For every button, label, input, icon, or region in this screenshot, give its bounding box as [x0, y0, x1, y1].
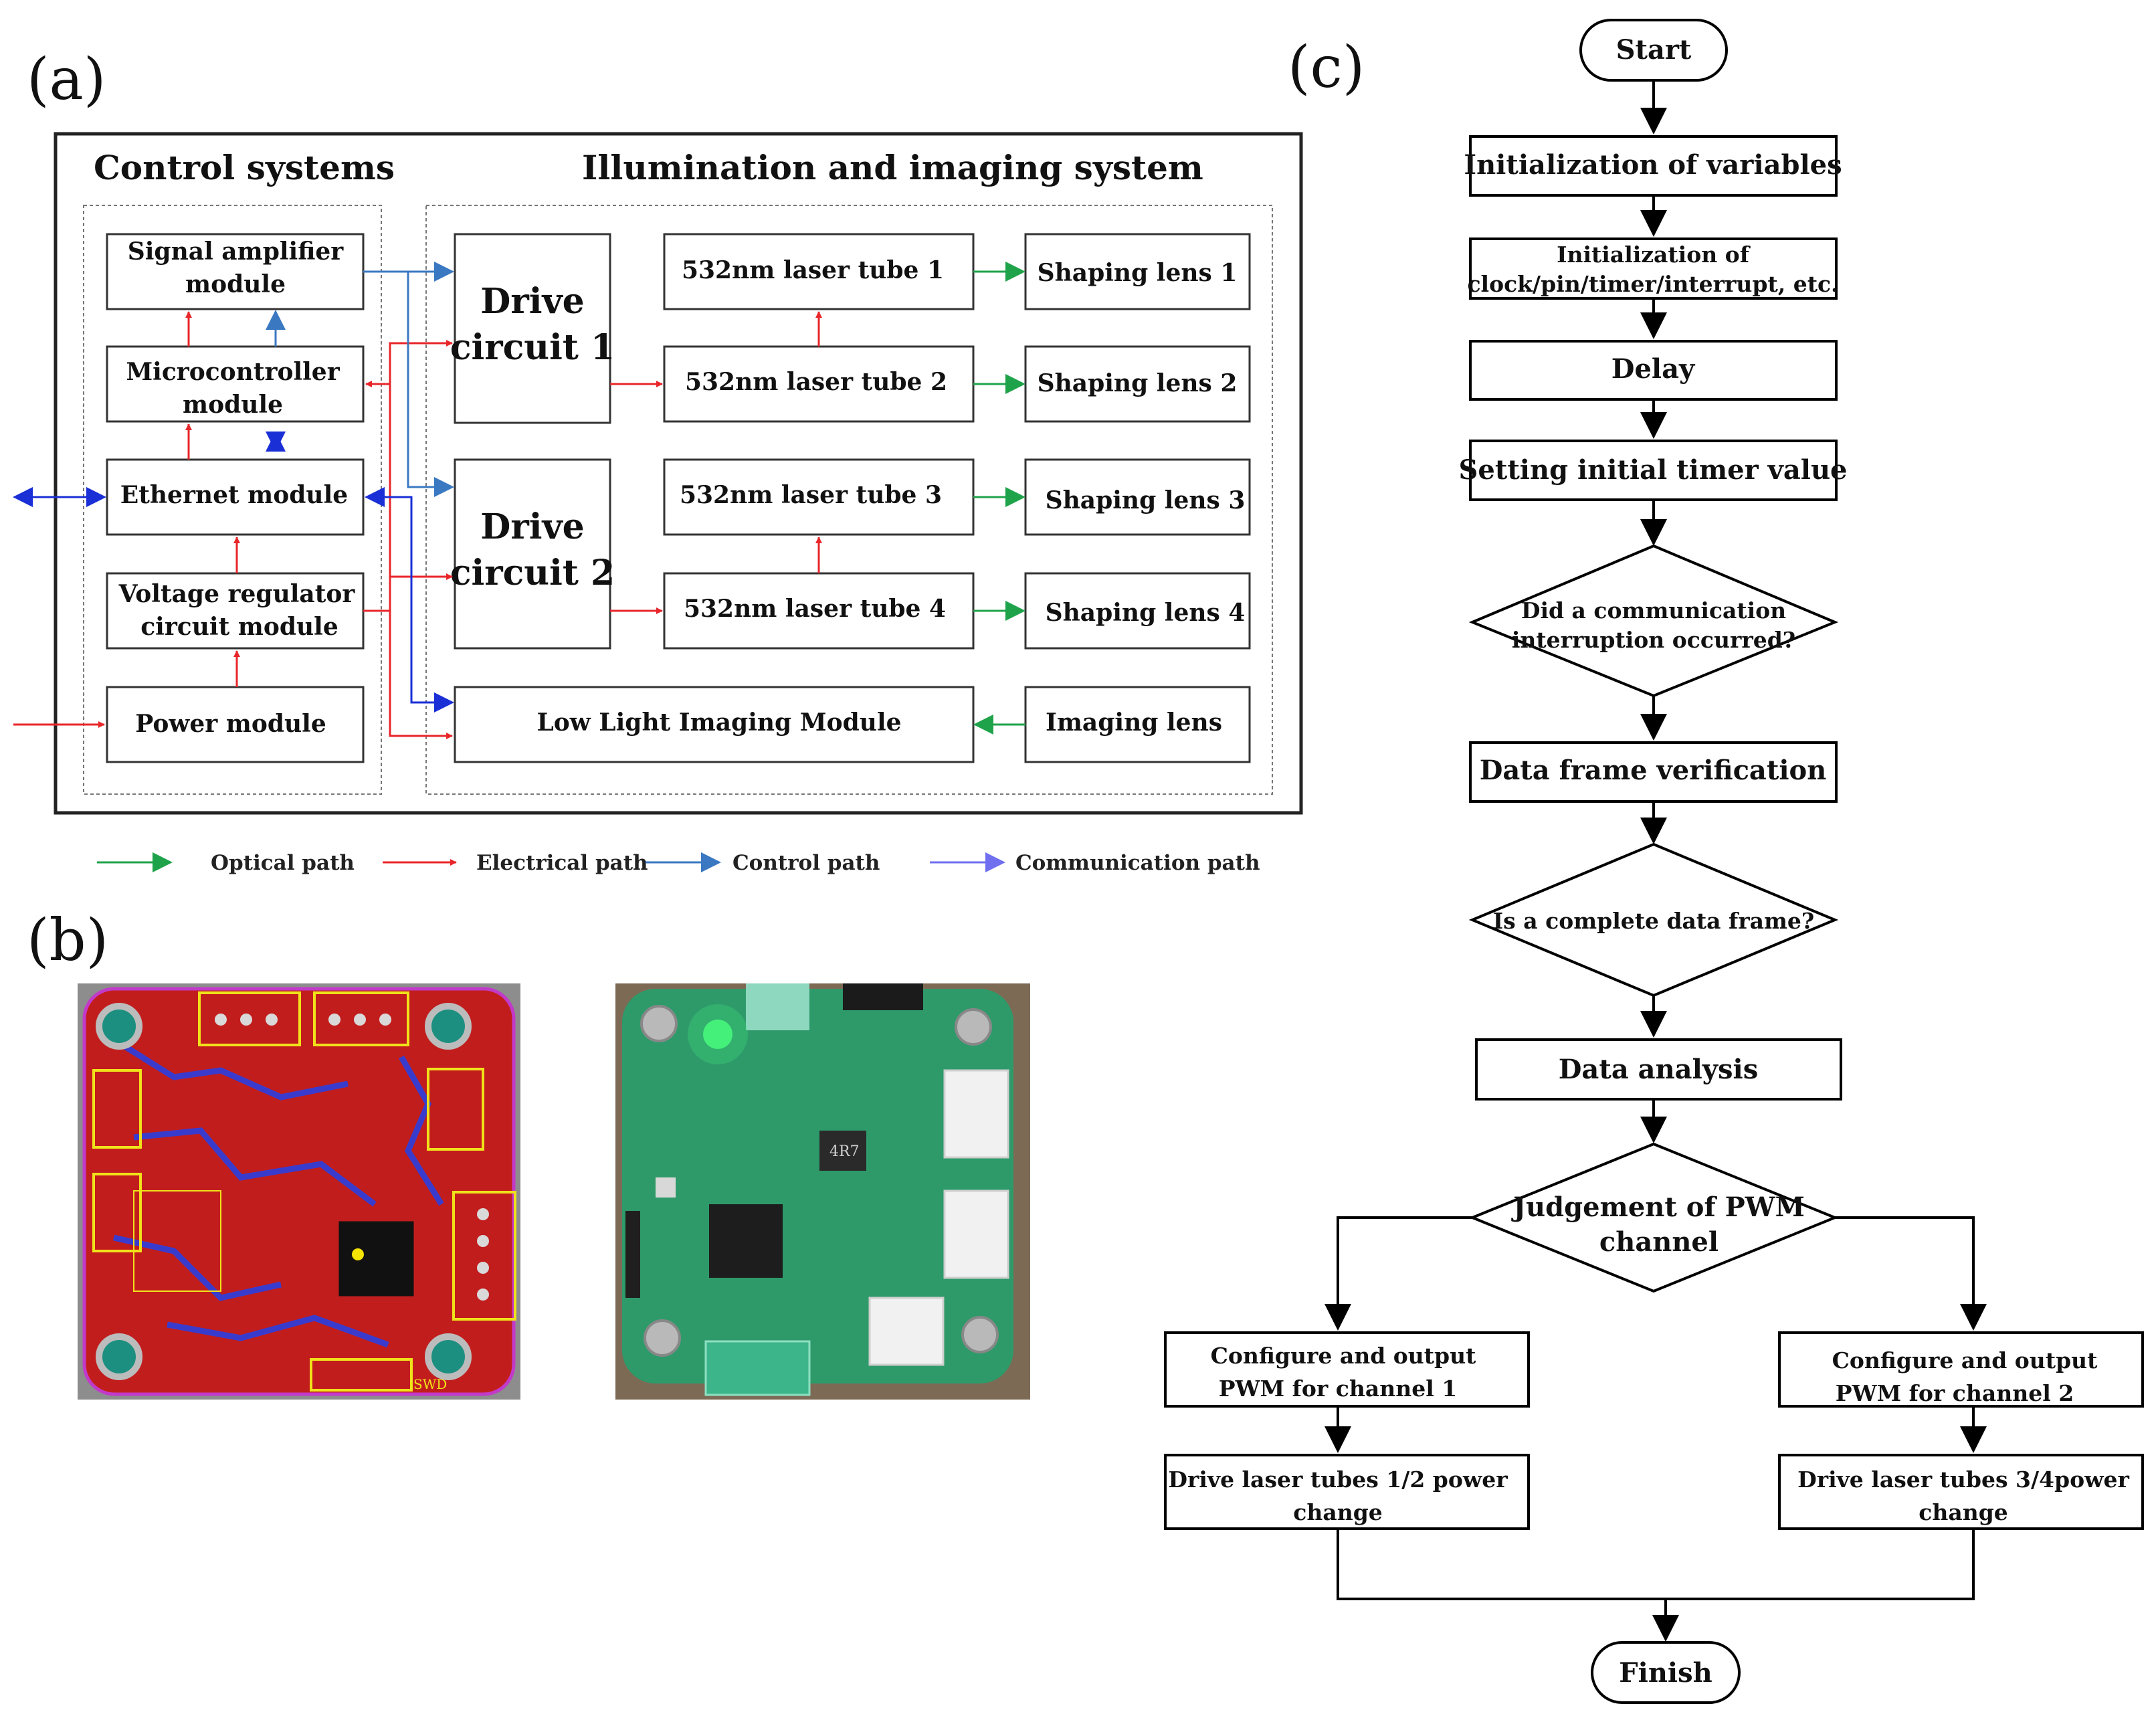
init-clock-box	[1469, 237, 1838, 300]
laser-tube-4-label: 532nm laser tube 4	[684, 595, 946, 623]
power-label: Power module	[135, 710, 326, 738]
microcontroller-box	[106, 345, 365, 423]
shaping-lens-3-box	[1024, 458, 1251, 536]
shaping-lens-3-label: Shaping lens 3	[1046, 486, 1246, 514]
outer-frame	[54, 132, 1303, 815]
legend-communication-label: Communication path	[1015, 851, 1260, 875]
imaging-lens-box	[1024, 686, 1251, 763]
config-ch1-label-2: PWM for channel 1	[1219, 1375, 1457, 1402]
shaping-lens-4-label: Shaping lens 4	[1046, 599, 1246, 627]
finish-terminal	[1591, 1641, 1741, 1704]
signal-amplifier-label-1: Signal amplifier	[128, 237, 345, 266]
imaging-module-box	[454, 686, 975, 763]
start-terminal	[1579, 19, 1728, 82]
pcb-photo-image: 4R7	[615, 983, 1030, 1400]
verify-label: Data frame verification	[1480, 755, 1827, 786]
signal-amplifier-label-2: module	[185, 270, 286, 298]
decision-pwm-label-2: channel	[1599, 1226, 1719, 1258]
optical-arrows	[973, 262, 1025, 735]
pcb-chip-marking: 4R7	[829, 1143, 860, 1160]
shaping-lens-1-box	[1024, 233, 1251, 310]
legend-electrical-label: Electrical path	[476, 851, 648, 875]
drive-circuit-2-label-1: Drive	[480, 506, 585, 547]
microcontroller-label-1: Microcontroller	[126, 358, 340, 386]
decision-pwm-label-1: Judgement of PWM	[1511, 1191, 1805, 1223]
voltage-regulator-label-2: circuit module	[140, 613, 338, 641]
laser-tube-3-label: 532nm laser tube 3	[680, 481, 942, 509]
laser-tube-3-box	[663, 458, 975, 536]
config-ch1-label-1: Configure and output	[1211, 1343, 1476, 1369]
init-vars-box	[1469, 135, 1838, 197]
legend-optical-label: Optical path	[211, 851, 355, 875]
init-clock-label-2: clock/pin/timer/interrupt, etc.	[1467, 271, 1838, 297]
shaping-lens-1-label: Shaping lens 1	[1038, 259, 1238, 287]
voltage-regulator-label-1: Voltage regulator	[118, 580, 356, 608]
illumination-title: Illumination and imaging system	[582, 148, 1203, 187]
illumination-group	[425, 205, 1273, 795]
drive-circuit-2-label-2: circuit 2	[450, 553, 615, 593]
power-box	[106, 686, 365, 763]
decision-complete-diamond	[1468, 842, 1839, 997]
legend: Optical path Electrical path Control pat…	[97, 851, 1260, 875]
ethernet-box	[106, 458, 365, 536]
decision-complete-label: Is a complete data frame?	[1493, 908, 1815, 934]
decision-comm-label-2: interruption occurred?	[1512, 627, 1795, 653]
analysis-box	[1475, 1038, 1842, 1101]
set-timer-box	[1469, 440, 1838, 501]
config-ch1-box	[1164, 1331, 1530, 1408]
panel-label-c: (c)	[1288, 34, 1365, 101]
drive-circuit-2-box	[454, 458, 611, 650]
verify-box	[1469, 741, 1838, 803]
decision-pwm-diamond	[1468, 1142, 1839, 1293]
shaping-lens-2-box	[1024, 345, 1251, 423]
drive-34-label-2: change	[1919, 1499, 2008, 1525]
voltage-regulator-box	[106, 572, 365, 650]
drive-circuit-1-label-1: Drive	[480, 281, 585, 322]
decision-comm-label-1: Did a communication	[1521, 597, 1786, 624]
init-vars-label: Initialization of variables	[1464, 149, 1842, 181]
drive-circuit-1-box	[454, 233, 611, 424]
set-timer-label: Setting initial timer value	[1459, 454, 1848, 486]
laser-tube-1-label: 532nm laser tube 1	[682, 256, 944, 284]
config-ch2-box	[1778, 1331, 2144, 1408]
drive-circuit-1-label-2: circuit 1	[450, 327, 615, 368]
microcontroller-label-2: module	[183, 391, 283, 419]
delay-label: Delay	[1611, 353, 1696, 385]
legend-control-label: Control path	[732, 851, 880, 875]
config-ch2-label-2: PWM for channel 2	[1836, 1380, 2074, 1406]
flowchart: Start Initialization of variables Initia…	[1164, 19, 2144, 1704]
delay-box	[1469, 340, 1838, 401]
panel-label-a: (a)	[27, 46, 106, 113]
init-clock-label-1: Initialization of	[1557, 242, 1751, 268]
control-systems-title: Control systems	[94, 148, 395, 187]
finish-label: Finish	[1619, 1657, 1712, 1689]
panel-label-b: (b)	[27, 907, 108, 974]
pcb-layout-image: SWD	[78, 983, 520, 1400]
block-diagram: Control systems Illumination and imaging…	[12, 132, 1303, 875]
drive-34-label-1: Drive laser tubes 3/4power	[1797, 1466, 2129, 1493]
analysis-label: Data analysis	[1559, 1054, 1759, 1085]
drive-12-box	[1164, 1454, 1530, 1530]
drive-34-box	[1778, 1454, 2144, 1530]
decision-comm-diamond	[1468, 544, 1839, 698]
config-ch2-label-1: Configure and output	[1832, 1347, 2098, 1373]
pcb-swd-label: SWD	[413, 1376, 447, 1392]
communication-arrows	[12, 432, 454, 712]
drive-12-label-1: Drive laser tubes 1/2 power	[1168, 1466, 1508, 1493]
shaping-lens-4-box	[1024, 572, 1251, 650]
laser-tube-2-label: 532nm laser tube 2	[685, 368, 947, 396]
imaging-lens-label: Imaging lens	[1046, 708, 1222, 737]
ethernet-label: Ethernet module	[120, 481, 348, 509]
drive-12-label-2: change	[1293, 1499, 1383, 1525]
shaping-lens-2-label: Shaping lens 2	[1038, 369, 1238, 397]
imaging-module-label: Low Light Imaging Module	[536, 708, 901, 737]
start-label: Start	[1616, 34, 1692, 66]
signal-amplifier-box	[106, 233, 365, 310]
